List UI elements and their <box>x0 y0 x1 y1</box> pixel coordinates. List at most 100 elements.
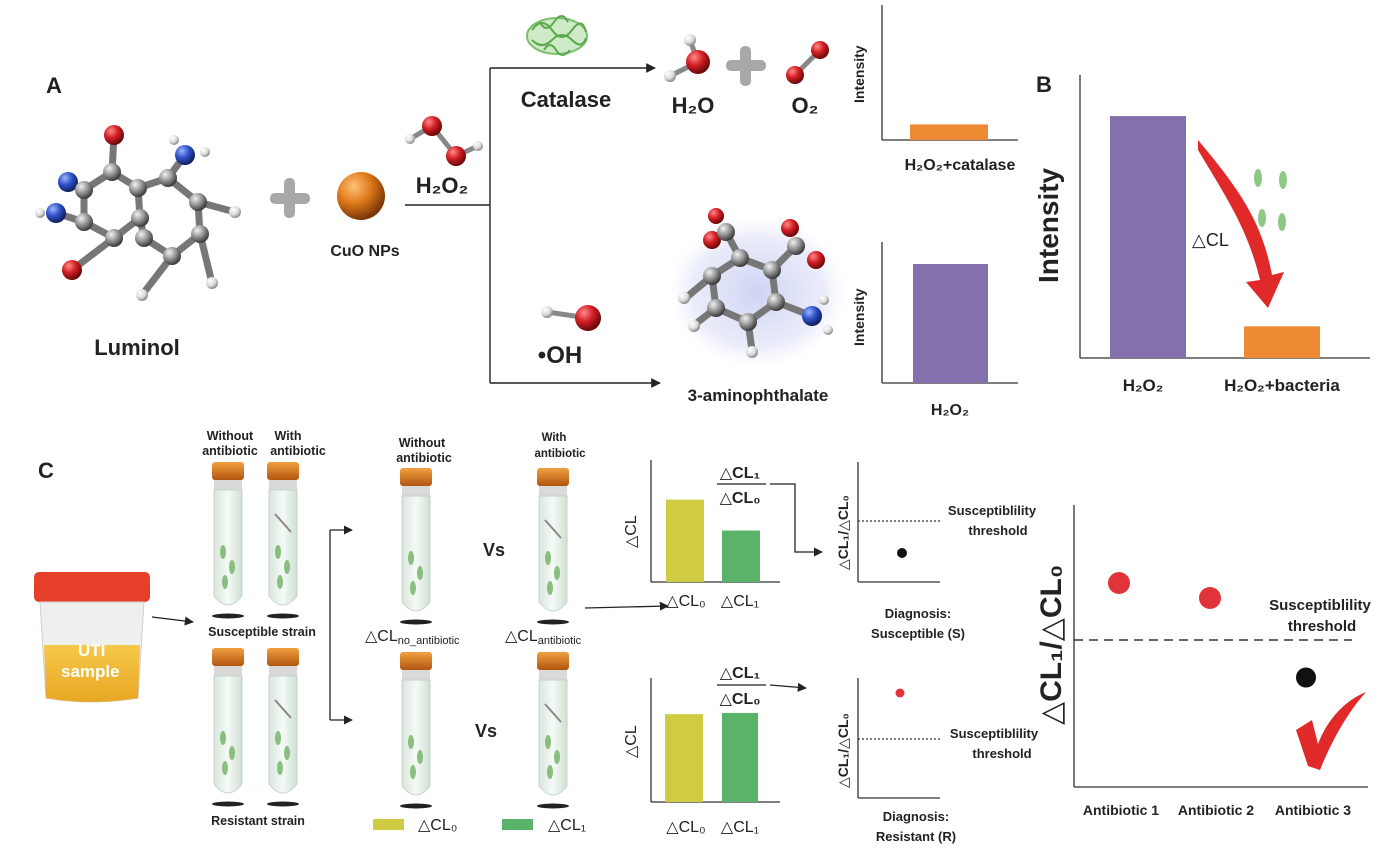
reaction-branch-arrows <box>405 63 661 388</box>
ratio-top-num: △CL₁ <box>720 465 761 482</box>
mid-label-with-2: antibiotic <box>534 448 586 460</box>
chart-catalase-xlabel: H₂O₂+catalase <box>905 157 1016 174</box>
diag-r-ylabel: △CL₁/△CL₀ <box>835 713 851 788</box>
test-tube-icon <box>267 648 299 807</box>
hydroxyl-radical-icon <box>541 305 601 331</box>
chart-h2o2: Intensity H₂O₂ <box>851 242 1018 419</box>
scatter-threshold-1: Susceptiblility <box>1269 597 1371 614</box>
test-tube-icon <box>212 462 244 619</box>
aminophthalate-label: 3-aminophthalate <box>688 386 829 405</box>
chart-b-tick-h2o2: H₂O₂ <box>1123 376 1164 395</box>
h2o-label: H₂O <box>672 93 715 118</box>
minichart-s-x1: △CL₁ <box>721 593 759 610</box>
minichart-r-x0: △CL₀ <box>666 819 705 836</box>
diag-r-point <box>895 688 905 698</box>
legend-cl1-label: △CL₁ <box>548 817 586 834</box>
panel-a-label: A <box>46 73 62 98</box>
decrease-arrow-icon <box>1198 140 1284 308</box>
cuo-nanoparticle-icon <box>337 172 385 220</box>
tube-label-with-1: With <box>275 429 302 443</box>
cl-antibiotic-label: △CLantibiotic <box>505 628 582 647</box>
minichart-r-ylabel: △CL <box>623 725 640 758</box>
ratio-bottom-den: △CL₀ <box>720 691 761 708</box>
diag-r-threshold-1: Susceptiblility <box>950 726 1039 741</box>
oh-label: •OH <box>538 342 582 369</box>
minichart-s-ylabel: △CL <box>623 515 640 548</box>
catalase-label: Catalase <box>521 87 612 112</box>
minichart-r-x1: △CL₁ <box>721 819 759 836</box>
aminophthalate-molecule-icon <box>663 208 853 372</box>
legend-swatch-cl0 <box>373 819 404 830</box>
ratio-top-den: △CL₀ <box>720 490 761 507</box>
uti-label-2: sample <box>61 662 120 681</box>
mid-label-with-1: With <box>542 432 567 444</box>
mid-label-without-2: antibiotic <box>396 451 452 465</box>
bar-b-h2o2-bacteria <box>1244 326 1320 358</box>
plus-icon-2 <box>726 46 766 86</box>
legend-cl0-label: △CL₀ <box>418 817 457 834</box>
bar-h2o2 <box>913 264 988 383</box>
minichart-r-bar-cl0 <box>665 714 703 802</box>
bar-h2o2-catalase <box>910 124 988 140</box>
vs-label-bottom: Vs <box>475 721 497 741</box>
test-tube-icon <box>400 652 432 809</box>
scatter-threshold-2: threshold <box>1288 618 1356 635</box>
diag-r-threshold-2: threshold <box>972 746 1031 761</box>
scatter-point-antibiotic-2 <box>1199 587 1221 609</box>
chart-h2o2-xlabel: H₂O₂ <box>931 402 969 419</box>
delta-cl-label: △CL <box>1192 230 1229 250</box>
bar-b-h2o2 <box>1110 116 1186 358</box>
scatter-point-antibiotic-1 <box>1108 572 1130 594</box>
o2-label: O₂ <box>792 93 819 118</box>
arrow-to-diagnosis-r <box>769 682 807 692</box>
arrow-to-diagnosis-s <box>770 483 823 557</box>
diag-r-text-2: Resistant (R) <box>876 829 956 844</box>
diag-s-ylabel: △CL₁/△CL₀ <box>835 495 851 570</box>
scatter-tick-ab1: Antibiotic 1 <box>1083 802 1159 818</box>
diagnosis-plot-r: △CL₁/△CL₀ Susceptiblility threshold Diag… <box>835 678 1039 844</box>
oxygen-molecule-icon <box>786 41 829 84</box>
diag-r-text-1: Diagnosis: <box>883 809 949 824</box>
resistant-strain-label: Resistant strain <box>211 814 305 828</box>
test-tube-icon <box>212 648 244 807</box>
chart-b-ylabel: Intensity <box>1033 167 1064 283</box>
diag-s-threshold-2: threshold <box>968 523 1027 538</box>
minichart-s-bar-cl1 <box>722 530 760 582</box>
checkmark-icon <box>1296 692 1366 770</box>
minichart-susceptible: △CL △CL₀ △CL₁ <box>623 460 780 610</box>
tube-label-with-2: antibiotic <box>270 444 326 458</box>
plus-icon <box>270 178 310 218</box>
scatter-tick-ab3: Antibiotic 3 <box>1275 802 1351 818</box>
h2o2-molecule-icon <box>405 116 483 166</box>
vs-label-top: Vs <box>483 540 505 560</box>
diag-s-text-2: Susceptible (S) <box>871 626 965 641</box>
arrows-to-comparison <box>329 525 353 725</box>
bacteria-icon <box>1254 169 1287 231</box>
panel-c-label: C <box>38 458 54 483</box>
minichart-s-bar-cl0 <box>666 499 704 582</box>
minichart-r-bar-cl1 <box>722 712 758 802</box>
test-tube-icon <box>537 468 569 625</box>
diag-s-point <box>897 548 907 558</box>
tube-label-without-2: antibiotic <box>202 444 258 458</box>
test-tube-icon <box>537 652 569 809</box>
uti-sample-cup-icon <box>34 572 150 703</box>
scatter-ylabel: △CL₁/△CL₀ <box>1035 565 1068 725</box>
diag-s-threshold-1: Susceptiblility <box>948 503 1037 518</box>
tube-label-without-1: Without <box>207 429 254 443</box>
diagnosis-plot-s: △CL₁/△CL₀ Susceptiblility threshold Diag… <box>835 462 1037 641</box>
minichart-s-x0: △CL₀ <box>666 593 705 610</box>
arrow-to-minichart <box>584 601 669 611</box>
cuo-label: CuO NPs <box>330 243 399 260</box>
arrow-uti-to-tubes <box>151 616 194 626</box>
chart-catalase-ylabel: Intensity <box>851 45 867 103</box>
scatter-tick-ab2: Antibiotic 2 <box>1178 802 1254 818</box>
panel-b-label: B <box>1036 72 1052 97</box>
catalase-protein-icon <box>526 15 588 56</box>
chart-catalase: Intensity H₂O₂+catalase <box>851 5 1018 174</box>
chart-b-tick-h2o2-bacteria: H₂O₂+bacteria <box>1224 376 1340 395</box>
cl-no-antibiotic-label: △CLno_antibiotic <box>365 628 460 647</box>
uti-label-1: UTI <box>78 641 105 660</box>
test-tube-icon <box>267 462 299 619</box>
